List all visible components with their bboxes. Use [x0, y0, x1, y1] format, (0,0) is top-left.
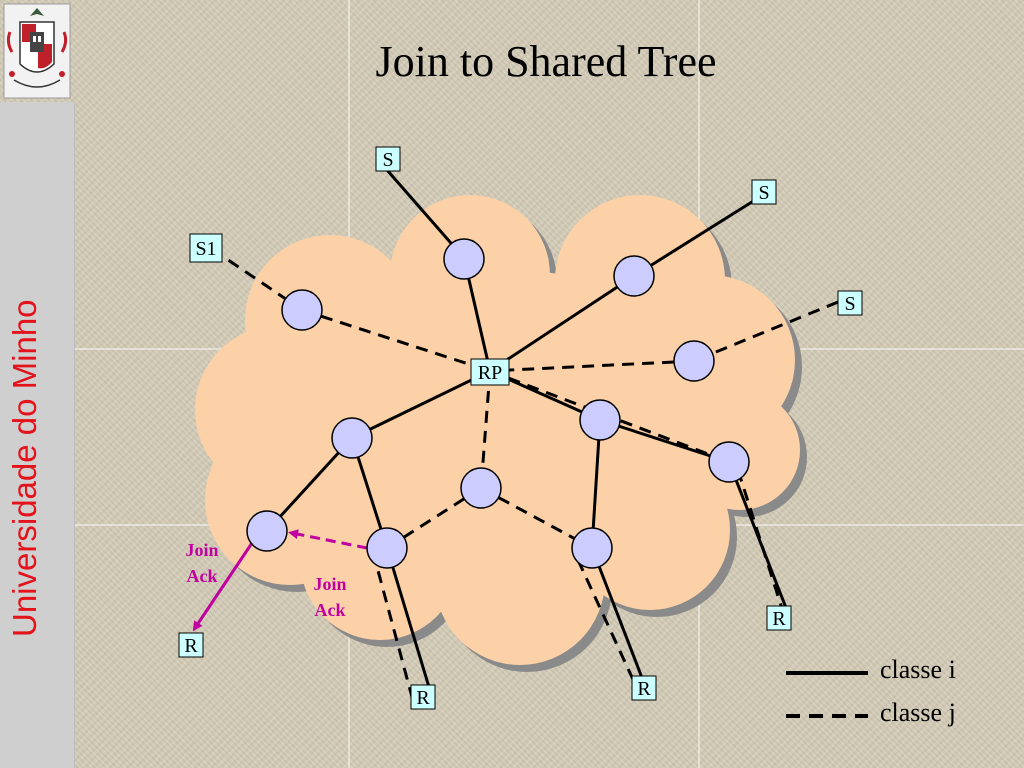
- rp-label: RP: [478, 362, 502, 384]
- router-node: [281, 289, 323, 331]
- receiver-label: R: [772, 608, 786, 630]
- join-ack-label-line2: Ack: [315, 600, 346, 620]
- router-node: [331, 417, 373, 459]
- router-node: [571, 527, 613, 569]
- router-node: [366, 527, 408, 569]
- source-box: [751, 179, 777, 205]
- receiver-box: [410, 684, 436, 710]
- join-ack-label-line1: Join: [185, 540, 218, 560]
- university-crest-logo: [3, 3, 71, 99]
- receiver-box: [766, 605, 792, 631]
- router-node: [708, 441, 750, 483]
- source-box: [375, 146, 401, 172]
- router-node: [460, 467, 502, 509]
- receiver-label: R: [637, 678, 651, 700]
- legend-label-classe-j: classe j: [880, 698, 956, 727]
- receiver-box: [178, 632, 204, 658]
- source-label: S: [382, 149, 393, 171]
- receiver-box: [631, 675, 657, 701]
- join-ack-arrow-left: [288, 529, 368, 550]
- join-ack-label-line1: Join: [313, 574, 346, 594]
- router-node: [443, 238, 485, 280]
- router-node: [246, 510, 288, 552]
- legend-label-classe-i: classe i: [880, 655, 956, 684]
- sidebar: [0, 102, 75, 768]
- source-box: [837, 290, 863, 316]
- join-ack-arrow-down: [192, 542, 254, 632]
- receiver-label: R: [416, 687, 430, 709]
- slide-title: Join to Shared Tree: [375, 37, 717, 86]
- source-label-s1: S1: [195, 238, 216, 260]
- join-ack-label-line2: Ack: [187, 566, 218, 586]
- rendezvous-point-box: [470, 358, 510, 386]
- source-box-s1: [189, 233, 223, 263]
- router-node: [673, 340, 715, 382]
- source-label: S: [844, 293, 855, 315]
- router-node: [613, 255, 655, 297]
- router-node: [579, 399, 621, 441]
- receiver-label: R: [184, 635, 198, 657]
- source-label: S: [758, 182, 769, 204]
